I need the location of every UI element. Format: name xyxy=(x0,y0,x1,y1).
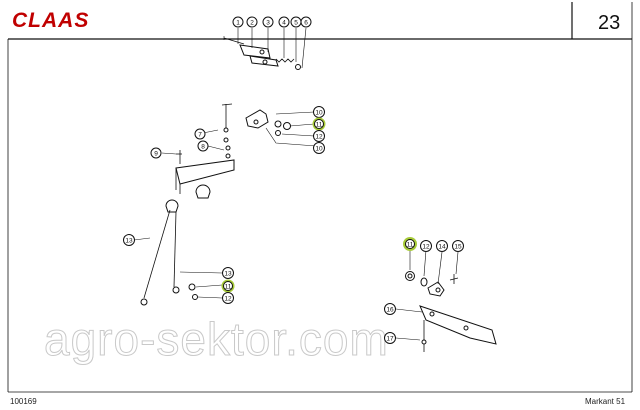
svg-text:11: 11 xyxy=(407,242,414,249)
svg-text:3: 3 xyxy=(266,20,270,27)
assembly-upper-linkage xyxy=(161,103,317,164)
svg-text:12: 12 xyxy=(422,244,430,251)
callout-16: 16 xyxy=(384,303,396,315)
svg-text:12: 12 xyxy=(315,134,323,141)
callout-3: 3 xyxy=(262,16,274,28)
callout-11-upper: 11 xyxy=(312,117,326,131)
callout-labels: 1 2 3 4 5 6 7 8 9 10 11 12 10 13 13 11 1… xyxy=(123,16,464,344)
callout-5: 5 xyxy=(290,16,302,28)
model-name: Markant 51 xyxy=(585,397,626,406)
callout-12-right: 12 xyxy=(420,240,432,252)
svg-text:2: 2 xyxy=(250,20,254,27)
callout-12-upper: 12 xyxy=(313,130,325,142)
callout-14: 14 xyxy=(436,240,448,252)
callout-9: 9 xyxy=(150,147,162,159)
svg-text:9: 9 xyxy=(154,151,158,158)
assembly-support-arm xyxy=(133,159,235,306)
svg-text:14: 14 xyxy=(438,244,446,251)
assembly-bracket-top xyxy=(223,27,307,70)
callout-6: 6 xyxy=(300,16,312,28)
svg-text:13: 13 xyxy=(125,238,133,245)
callout-13-left: 13 xyxy=(123,234,135,246)
callout-2: 2 xyxy=(246,16,258,28)
callout-11-middle: 11 xyxy=(221,279,235,293)
callout-11-right: 11 xyxy=(403,237,417,251)
page-frame xyxy=(7,2,633,393)
callout-17: 17 xyxy=(384,332,396,344)
watermark: agro-sektor.com xyxy=(44,313,389,365)
assembly-right-fasteners xyxy=(405,248,459,297)
svg-text:1: 1 xyxy=(236,20,240,27)
svg-text:16: 16 xyxy=(386,307,394,314)
callout-4: 4 xyxy=(278,16,290,28)
svg-text:15: 15 xyxy=(454,244,462,251)
svg-text:6: 6 xyxy=(304,20,308,27)
callout-7: 7 xyxy=(194,128,206,140)
callout-8: 8 xyxy=(197,140,209,152)
callout-15: 15 xyxy=(452,240,464,252)
svg-text:12: 12 xyxy=(224,296,232,303)
svg-text:5: 5 xyxy=(294,20,298,27)
callout-10-upper: 10 xyxy=(313,106,325,118)
brand-logo: CLAAS xyxy=(12,9,89,32)
callout-13-right: 13 xyxy=(222,267,234,279)
svg-text:10: 10 xyxy=(315,146,323,153)
svg-text:11: 11 xyxy=(316,122,323,129)
svg-text:17: 17 xyxy=(386,336,394,343)
page-number: 23 xyxy=(598,12,620,34)
document-number: 100169 xyxy=(10,397,37,406)
assembly-scraper-plate xyxy=(395,305,497,352)
svg-text:13: 13 xyxy=(224,271,232,278)
svg-text:7: 7 xyxy=(198,132,202,139)
svg-text:10: 10 xyxy=(315,110,323,117)
svg-text:4: 4 xyxy=(282,20,286,27)
svg-text:11: 11 xyxy=(225,284,232,291)
callout-1: 1 xyxy=(232,16,244,28)
svg-text:8: 8 xyxy=(201,144,205,151)
callout-10-lower: 10 xyxy=(313,142,325,154)
callout-12-middle: 12 xyxy=(222,292,234,304)
